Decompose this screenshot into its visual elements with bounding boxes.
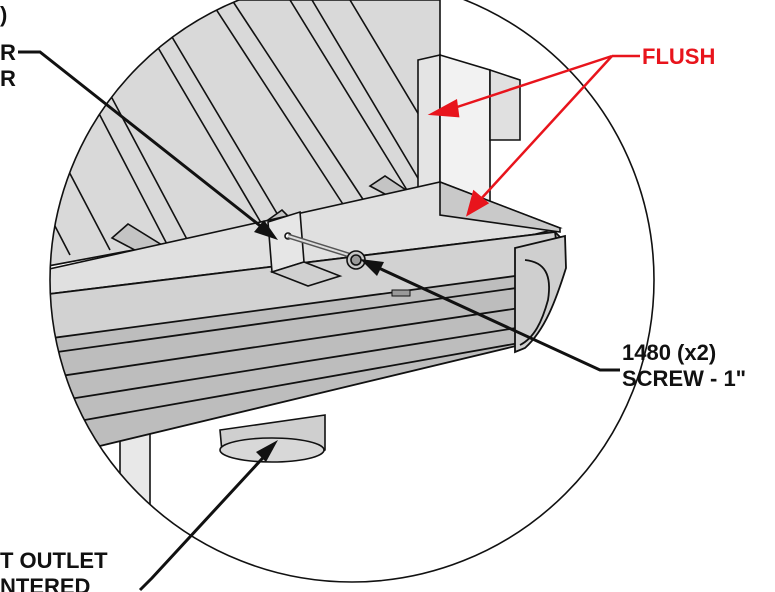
leader-screw	[360, 259, 620, 372]
callout-top-left-line-2: R	[0, 40, 16, 65]
leader-top-left	[18, 50, 278, 240]
downspout-outlet	[219, 414, 326, 463]
leader-flush	[427, 54, 640, 217]
callout-screw-part: 1480 (x2)	[622, 340, 716, 365]
leader-outlet	[138, 440, 278, 592]
callout-top-left-line-3: R	[0, 66, 16, 91]
fascia-board	[417, 53, 521, 222]
callout-screw-desc: SCREW - 1"	[622, 366, 746, 391]
callout-outlet-line-2: NTERED	[0, 574, 90, 592]
hanger-bracket	[267, 210, 366, 287]
callout-outlet-line-1: T OUTLET	[0, 548, 108, 573]
detail-circle	[49, 0, 655, 583]
gutter-slot	[391, 289, 411, 297]
callout-top-left-line-1: )	[0, 2, 7, 27]
gutter-body	[50, 230, 567, 472]
wall-post	[119, 418, 151, 582]
callout-flush: FLUSH	[642, 44, 715, 69]
